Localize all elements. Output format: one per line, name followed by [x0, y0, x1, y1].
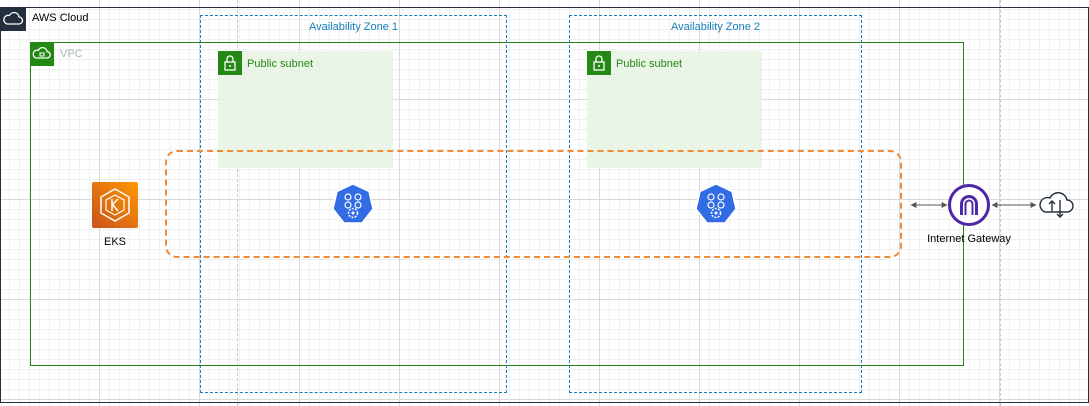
availability-zone-1[interactable] [200, 15, 507, 393]
kubernetes-node-icon[interactable] [331, 182, 375, 226]
node-group-box[interactable] [165, 150, 902, 258]
availability-zone-2[interactable] [569, 15, 862, 393]
public-subnet-1-label: Public subnet [247, 58, 314, 70]
public-subnet-2[interactable] [587, 51, 762, 168]
availability-zone-1-label: Availability Zone 1 [308, 21, 399, 33]
availability-zone-2-label: Availability Zone 2 [670, 21, 761, 33]
public-subnet-2-label: Public subnet [616, 58, 683, 70]
lock-icon [218, 51, 242, 75]
public-subnet-1[interactable] [218, 51, 393, 168]
lock-icon [587, 51, 611, 75]
kubernetes-node-icon[interactable] [694, 182, 738, 226]
eks-icon[interactable] [92, 182, 138, 228]
internet-gateway-icon[interactable] [947, 183, 991, 227]
aws-cloud-icon [0, 7, 26, 31]
internet-gateway-label: Internet Gateway [927, 233, 1011, 245]
internet-cloud-icon[interactable] [1036, 186, 1076, 222]
guide-line [237, 0, 238, 406]
eks-label: EKS [103, 236, 126, 248]
vpc-cloud-icon [30, 42, 54, 66]
vpc-label: VPC [60, 48, 83, 60]
aws-cloud-label: AWS Cloud [32, 12, 89, 24]
